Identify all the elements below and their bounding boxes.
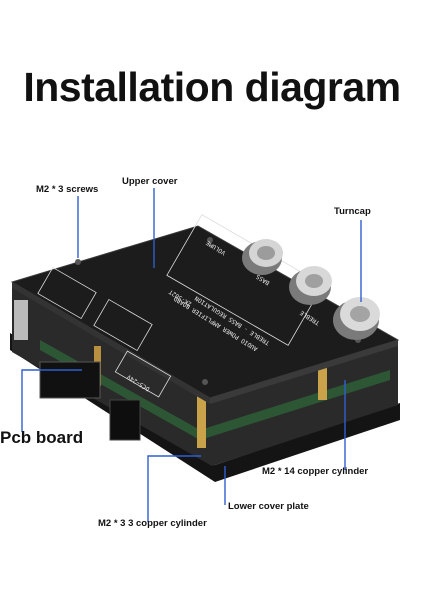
power-jack xyxy=(109,399,141,441)
label-pcb-board: Pcb board xyxy=(0,428,84,447)
upper-cover-edge-right xyxy=(210,340,398,404)
copper-cylinder-left xyxy=(197,388,206,448)
callout-line-m233 xyxy=(147,455,201,522)
callout-line-pcb xyxy=(21,369,82,432)
label-lower-cover-plate: Lower cover plate xyxy=(228,501,309,512)
page-title: Installation diagram xyxy=(23,64,401,110)
label-upper-cover: Upper cover xyxy=(122,176,178,187)
pcb-board xyxy=(12,282,398,466)
upper-cover-edge xyxy=(12,282,210,404)
usb-port xyxy=(14,300,28,340)
silk-box-power xyxy=(114,350,172,398)
terminal-block xyxy=(39,361,101,399)
screw-icon xyxy=(207,237,213,243)
lower-cover-plate xyxy=(10,333,400,482)
label-screws: M2 * 3 screws xyxy=(36,184,99,195)
label-turncap: Turncap xyxy=(334,206,371,217)
label-m2-14-copper-cylinder: M2 * 14 copper cylinder xyxy=(262,466,369,477)
label-m2-33-copper-cylinder: M2 * 3 3 copper cylinder xyxy=(98,518,207,529)
knob-volume xyxy=(242,239,283,275)
screw-icon xyxy=(202,379,208,385)
screw-icon xyxy=(75,259,81,265)
knob-treble xyxy=(333,297,380,340)
knob-bass xyxy=(289,266,332,305)
silk-box-speaker-2 xyxy=(93,298,153,352)
silk-box-speaker xyxy=(37,266,97,320)
